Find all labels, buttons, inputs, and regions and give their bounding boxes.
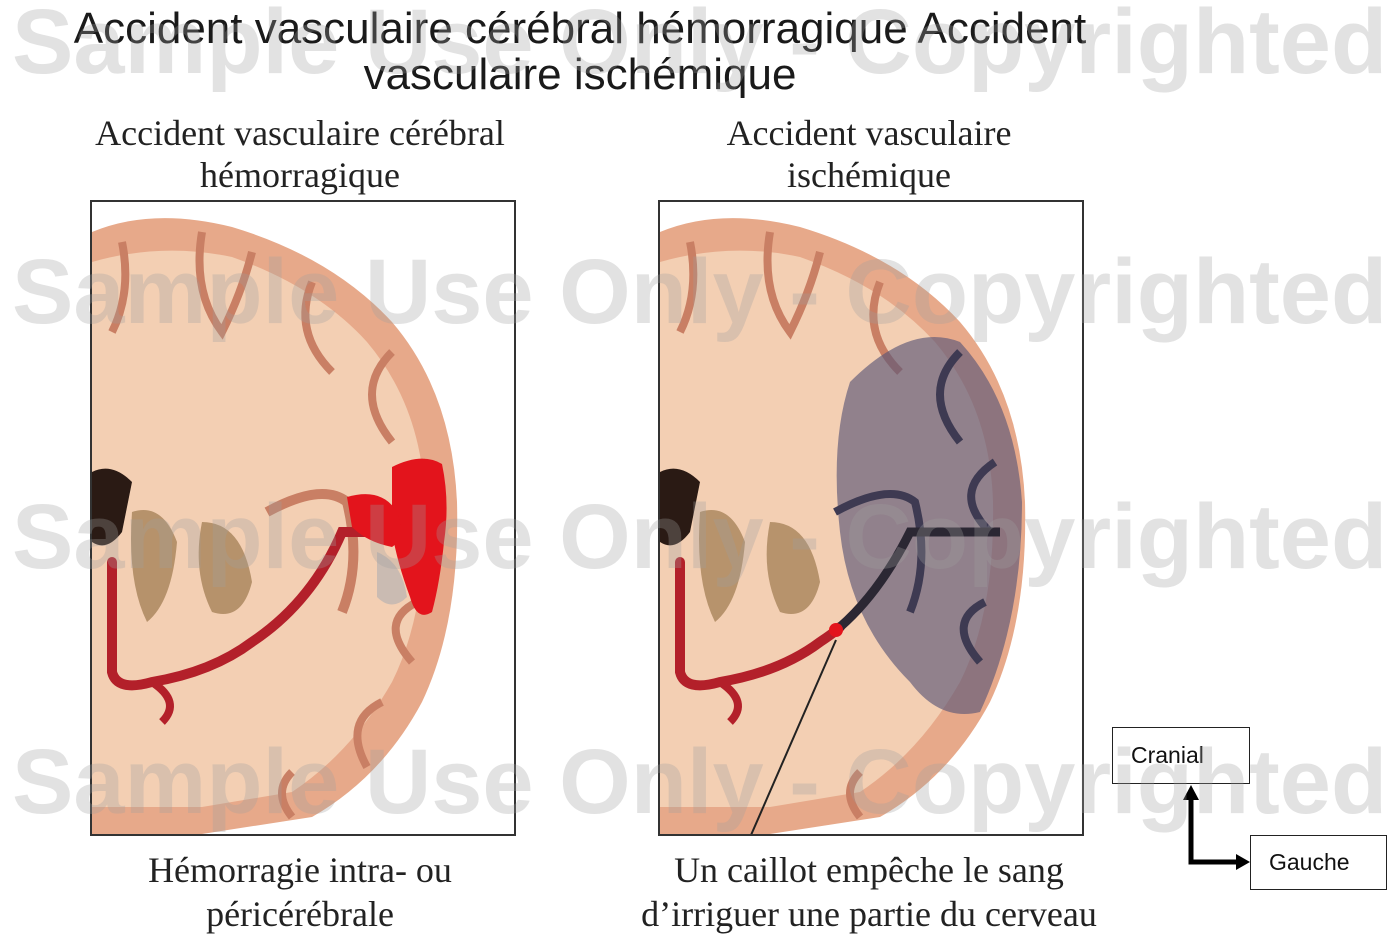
orientation-arrow-line xyxy=(1191,797,1238,862)
gauche-arrowhead-icon xyxy=(1236,854,1250,870)
cranial-arrowhead-icon xyxy=(1183,785,1199,800)
